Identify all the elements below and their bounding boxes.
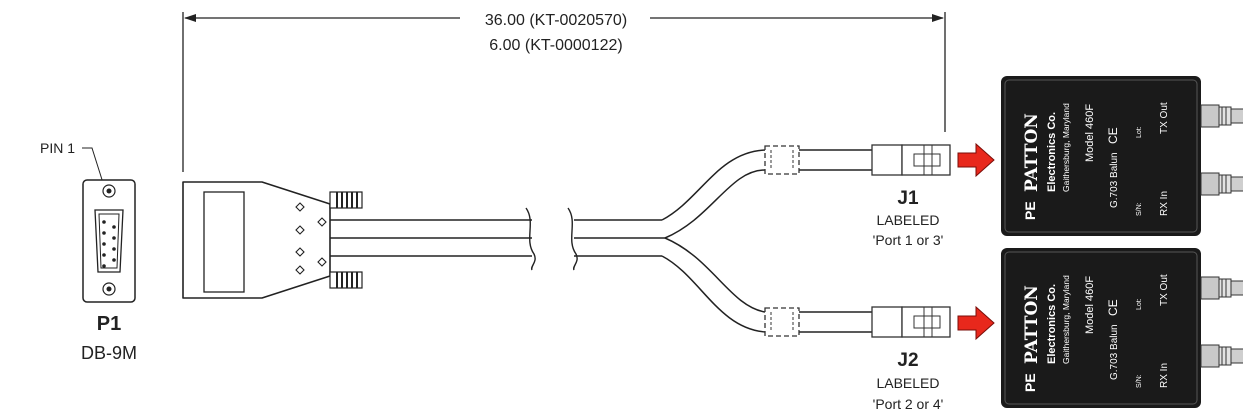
- cable-branch-j1: [661, 149, 872, 239]
- p1-type: DB-9M: [81, 343, 137, 363]
- connector-hood: [182, 181, 363, 299]
- j2-label-1: LABELED: [876, 375, 939, 391]
- device1-lot: Lot:: [1136, 126, 1143, 138]
- dimension-line: [182, 12, 946, 172]
- device1-rx: RX In: [1159, 191, 1170, 216]
- cable-break: [525, 207, 578, 271]
- device1-logo: PE: [1022, 201, 1038, 220]
- device2-bnc-top: [1200, 276, 1243, 300]
- main-cable: [330, 219, 532, 257]
- arrow-j2-icon: [957, 305, 995, 341]
- device2-desc: G.703 Balun: [1109, 324, 1120, 380]
- device2-brand3: Gaithersburg, Maryland: [1061, 275, 1071, 364]
- ferrite-j1: [764, 145, 800, 175]
- device1-bnc-bottom: [1200, 172, 1243, 196]
- device1-brand2: Electronics Co.: [1046, 112, 1058, 192]
- j2-name: J2: [897, 350, 918, 371]
- device2-bnc-bottom: [1200, 344, 1243, 368]
- j1-name: J1: [897, 188, 919, 209]
- cable-branch-j2: [661, 237, 872, 333]
- device2-brand: PATTON: [1022, 285, 1042, 364]
- device2-tx: TX Out: [1159, 274, 1170, 306]
- device1-tx: TX Out: [1159, 102, 1170, 134]
- device1-brand3: Gaithersburg, Maryland: [1061, 103, 1071, 192]
- rj45-plug-j1: [871, 144, 951, 176]
- balun-device-1: PE PATTON Electronics Co. Gaithersburg, …: [1000, 75, 1243, 237]
- arrow-j1-icon: [957, 142, 995, 178]
- device2-ce: CE: [1106, 299, 1120, 316]
- cable-continuation: [574, 219, 665, 257]
- device1-sn: S/N:: [1136, 202, 1143, 216]
- j2-label-2: 'Port 2 or 4': [873, 396, 944, 412]
- j1-label-1: LABELED: [876, 212, 939, 228]
- ferrite-j2: [764, 307, 800, 337]
- device1-ce: CE: [1106, 127, 1120, 144]
- pin1-leader: [82, 147, 105, 187]
- rj45-plug-j2: [871, 306, 951, 338]
- device2-logo: PE: [1022, 373, 1038, 392]
- balun-device-2: PE PATTON Electronics Co. Gaithersburg, …: [1000, 247, 1243, 409]
- p1-name: P1: [97, 313, 121, 335]
- pin1-label: PIN 1: [40, 140, 75, 156]
- device1-bnc-top: [1200, 104, 1243, 128]
- device2-model: Model 460F: [1084, 276, 1096, 334]
- db9-connector: [82, 179, 136, 303]
- device2-brand2: Electronics Co.: [1046, 284, 1058, 364]
- device2-lot: Lot:: [1136, 298, 1143, 310]
- j1-label-2: 'Port 1 or 3': [873, 232, 944, 248]
- device1-desc: G.703 Balun: [1109, 152, 1120, 208]
- device2-sn: S/N:: [1136, 374, 1143, 388]
- dimension-label-1: 36.00 (KT-0020570): [485, 12, 627, 29]
- device2-rx: RX In: [1159, 363, 1170, 388]
- device1-brand: PATTON: [1022, 113, 1042, 192]
- device1-model: Model 460F: [1084, 104, 1096, 162]
- dimension-label-2: 6.00 (KT-0000122): [489, 37, 622, 54]
